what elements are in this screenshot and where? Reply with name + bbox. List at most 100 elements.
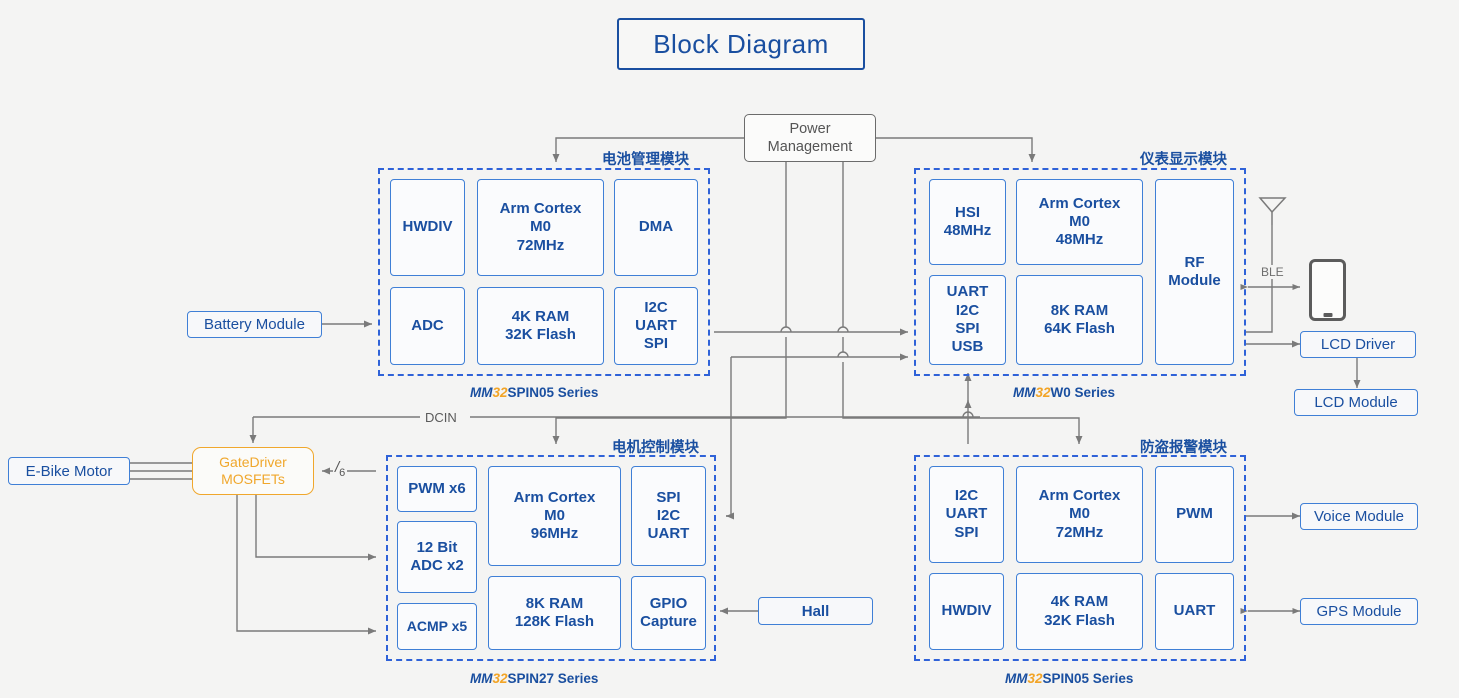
peripheral-ebike-motor-label: E-Bike Motor <box>25 462 113 480</box>
cell-arm-line3: 48MHz <box>1055 231 1104 249</box>
cell-hwdiv: HWDIV <box>390 179 465 276</box>
cell-bus-line4: USB <box>951 338 984 356</box>
series-32: 32 <box>1027 671 1043 686</box>
module-battery-management-series: MM32SPIN05 Series <box>470 385 598 400</box>
peripheral-gate-driver-mosfets[interactable]: GateDriver MOSFETs <box>192 447 314 495</box>
series-32: 32 <box>492 385 508 400</box>
module-motor-control <box>386 455 716 661</box>
cell-bus-line2: UART <box>635 316 677 334</box>
cell-hsi-line1: HSI <box>954 203 980 221</box>
peripheral-hall[interactable]: Hall <box>758 597 873 625</box>
series-rest: SPIN05 Series <box>1042 671 1134 686</box>
cell-arm-line1: Arm Cortex <box>513 488 596 506</box>
cell-bus-line1: I2C <box>954 487 979 505</box>
peripheral-lcd-module-label: LCD Module <box>1314 394 1398 411</box>
cell-ram-line1: 8K RAM <box>525 594 584 612</box>
series-mm: MM <box>470 671 493 686</box>
gate-bus-denominator: 6 <box>339 467 346 479</box>
cell-arm-cortex-m0-48mhz: Arm Cortex M0 48MHz <box>1016 179 1143 265</box>
cell-rf-line2: Module <box>1168 272 1221 289</box>
cell-bus-line2: UART <box>945 505 988 523</box>
module-anti-theft-alarm <box>914 455 1246 661</box>
page-title-text: Block Diagram <box>653 28 829 59</box>
cell-spi-i2c-uart: SPI I2C UART <box>631 466 706 566</box>
cell-adc-line2: ADC x2 <box>410 557 464 574</box>
gate-driver-line1: GateDriver <box>219 454 287 471</box>
cell-hwdiv-label: HWDIV <box>941 602 992 620</box>
cell-arm-line3: 72MHz <box>516 236 565 254</box>
cell-arm-line3: 96MHz <box>530 525 579 543</box>
cell-ram-line2: 64K Flash <box>1044 320 1115 337</box>
cell-bus-line1: UART <box>946 283 989 301</box>
module-anti-theft-alarm-title: 防盗报警模块 <box>1140 440 1227 456</box>
cell-gpio-line1: GPIO <box>649 594 688 612</box>
cell-bus-line1: SPI <box>656 488 681 506</box>
peripheral-gps-module-label: GPS Module <box>1316 603 1402 620</box>
cell-pwm-label: PWM x6 <box>408 479 466 497</box>
page-title: Block Diagram <box>617 18 865 70</box>
cell-adc-line1: 12 Bit <box>416 538 458 556</box>
gate-bus-numerator: / <box>335 459 340 476</box>
wire-label-gate-bus: /6 <box>333 459 348 479</box>
peripheral-lcd-module[interactable]: LCD Module <box>1294 389 1418 416</box>
cell-uart: UART <box>1155 573 1234 650</box>
peripheral-gps-module[interactable]: GPS Module <box>1300 598 1418 625</box>
module-motor-control-title: 电机控制模块 <box>612 440 699 456</box>
series-32: 32 <box>492 671 508 686</box>
cell-arm-line2: M0 <box>1069 505 1090 523</box>
module-battery-management <box>378 168 710 376</box>
cell-pwm: PWM <box>1155 466 1234 563</box>
peripheral-voice-module-label: Voice Module <box>1313 508 1405 525</box>
cell-adc-label: ADC <box>411 316 444 334</box>
cell-ram-line1: 4K RAM <box>511 307 570 325</box>
power-management-line1: Power <box>789 120 831 137</box>
peripheral-lcd-driver-label: LCD Driver <box>1320 336 1396 353</box>
cell-bus-line3: SPI <box>643 335 669 353</box>
peripheral-lcd-driver[interactable]: LCD Driver <box>1300 331 1416 358</box>
power-management-line2: Management <box>767 139 853 155</box>
peripheral-ebike-motor[interactable]: E-Bike Motor <box>8 457 130 485</box>
series-mm: MM <box>1013 385 1036 400</box>
cell-gpio-capture: GPIO Capture <box>631 576 706 650</box>
peripheral-battery-module-label: Battery Module <box>204 316 305 333</box>
module-instrument-display <box>914 168 1246 376</box>
cell-ram-flash-8k: 8K RAM 64K Flash <box>1016 275 1143 365</box>
cell-rf-module: RF Module <box>1155 179 1234 365</box>
cell-arm-cortex-m0-72mhz: Arm Cortex M0 72MHz <box>1016 466 1143 563</box>
cell-arm-line2: M0 <box>544 506 565 524</box>
cell-ram-line2: 128K Flash <box>514 613 595 630</box>
wire-label-ble: BLE <box>1258 265 1287 279</box>
cell-rf-line1: RF <box>1184 253 1205 271</box>
series-mm: MM <box>470 385 493 400</box>
cell-arm-line1: Arm Cortex <box>1038 194 1121 212</box>
cell-arm-line3: 72MHz <box>1055 523 1104 541</box>
cell-bus-line3: SPI <box>955 320 980 337</box>
cell-pwm-label: PWM <box>1176 505 1213 523</box>
module-instrument-display-title: 仪表显示模块 <box>1140 152 1227 168</box>
smartphone-icon <box>1309 259 1346 321</box>
peripheral-battery-module[interactable]: Battery Module <box>187 311 322 338</box>
cell-arm-cortex-m0-96mhz: Arm Cortex M0 96MHz <box>488 466 621 566</box>
cell-ram-flash-4k: 4K RAM 32K Flash <box>477 287 604 365</box>
cell-i2c-uart-spi: I2C UART SPI <box>614 287 698 365</box>
peripheral-voice-module[interactable]: Voice Module <box>1300 503 1418 530</box>
cell-bus-line2: I2C <box>656 506 681 524</box>
cell-ram-flash-4k: 4K RAM 32K Flash <box>1016 573 1143 650</box>
cell-pwm-x6: PWM x6 <box>397 466 477 512</box>
cell-ram-line2: 32K Flash <box>1044 611 1115 629</box>
cell-uart-i2c-spi-usb: UART I2C SPI USB <box>929 275 1006 365</box>
antenna-icon <box>1258 197 1287 225</box>
cell-adc-12bit-x2: 12 Bit ADC x2 <box>397 521 477 593</box>
series-rest: W0 Series <box>1050 385 1116 400</box>
cell-i2c-uart-spi: I2C UART SPI <box>929 466 1004 563</box>
cell-arm-cortex-m0-72mhz: Arm Cortex M0 72MHz <box>477 179 604 276</box>
cell-adc: ADC <box>390 287 465 365</box>
power-management-block: Power Management <box>744 114 876 162</box>
cell-hsi-48mhz: HSI 48MHz <box>929 179 1006 265</box>
cell-arm-line1: Arm Cortex <box>1038 487 1121 505</box>
series-rest: SPIN27 Series <box>507 671 599 686</box>
cell-hwdiv: HWDIV <box>929 573 1004 650</box>
cell-arm-line2: M0 <box>1069 212 1090 230</box>
module-anti-theft-alarm-series: MM32SPIN05 Series <box>1005 671 1133 686</box>
